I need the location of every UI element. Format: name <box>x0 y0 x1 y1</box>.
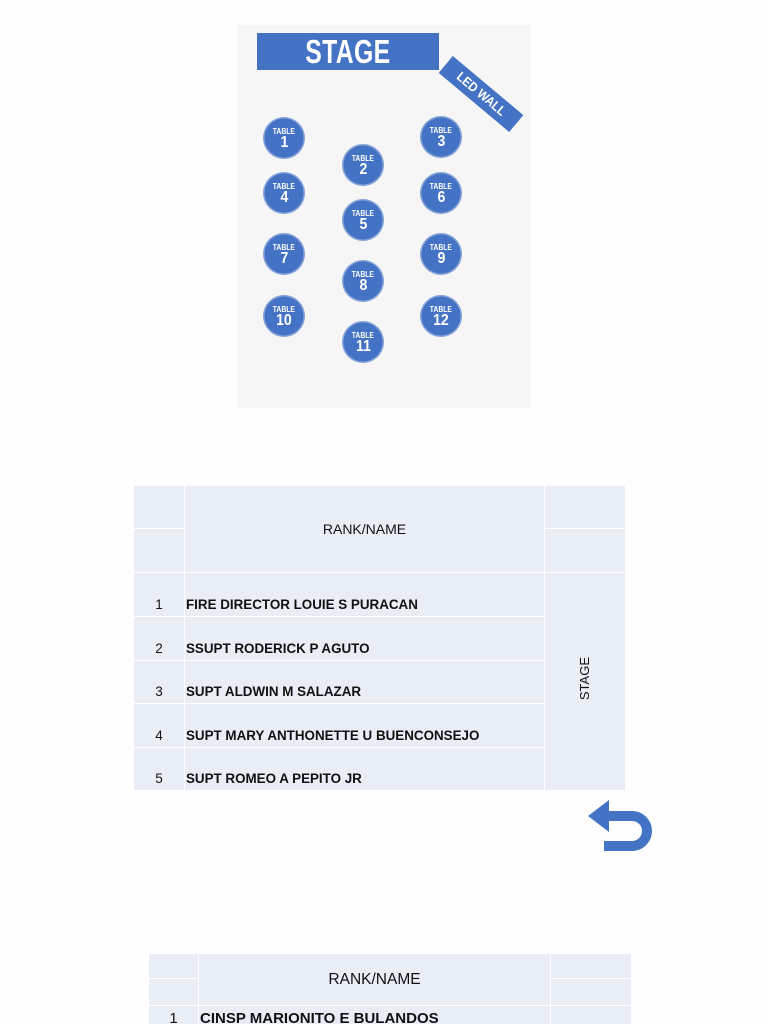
table-marker-8: TABLE 8 <box>342 260 384 302</box>
table-marker-number: 1 <box>280 134 288 151</box>
table-marker-label: TABLE <box>351 208 375 218</box>
header-side-cell <box>550 953 631 979</box>
header-number-cell <box>133 528 185 573</box>
table-marker-3: TABLE 3 <box>420 116 462 158</box>
table-marker-number: 3 <box>437 133 445 150</box>
row-name: SSUPT RODERICK P AGUTO <box>184 616 545 661</box>
row-number: 1 <box>148 1005 199 1024</box>
header-row <box>133 528 626 573</box>
row-name: FIRE DIRECTOR LOUIE S PURACAN <box>184 572 545 617</box>
stage-banner: STAGE <box>257 33 439 70</box>
table-row: 1 FIRE DIRECTOR LOUIE S PURACAN STAGE <box>133 572 626 791</box>
table-marker-label: TABLE <box>272 242 296 252</box>
table-marker-9: TABLE 9 <box>420 233 462 275</box>
table-marker-label: TABLE <box>351 153 375 163</box>
header-number-cell <box>148 978 199 1006</box>
table-marker-6: TABLE 6 <box>420 172 462 214</box>
table-marker-number: 2 <box>359 161 367 178</box>
column-header-rank-name: RANK/NAME <box>184 485 545 573</box>
table-row: 1 CINSP MARIONITO E BULANDOS <box>148 1005 631 1024</box>
row-name: SUPT MARY ANTHONETTE U BUENCONSEJO <box>184 703 545 748</box>
table-marker-label: TABLE <box>429 181 453 191</box>
table-marker-number: 9 <box>437 250 445 267</box>
table-marker-number: 6 <box>437 189 445 206</box>
table-marker-label: TABLE <box>272 181 296 191</box>
table-marker-number: 7 <box>280 250 288 267</box>
header-number-cell <box>148 953 199 979</box>
row-number: 5 <box>133 747 185 791</box>
stage-side-label: STAGE <box>577 657 592 701</box>
table-marker-label: TABLE <box>351 330 375 340</box>
row-number: 4 <box>133 703 185 748</box>
row-number: 2 <box>133 616 185 661</box>
table-row: 2 SSUPT RODERICK P AGUTO <box>133 616 626 661</box>
table-marker-number: 11 <box>355 338 371 355</box>
seating-table: RANK/NAME 1 FIRE DIRECTOR LOUIE S PURACA… <box>133 485 626 791</box>
table-marker-label: TABLE <box>429 242 453 252</box>
header-row <box>148 978 631 1006</box>
table-marker-2: TABLE 2 <box>342 144 384 186</box>
table-marker-number: 5 <box>359 216 367 233</box>
table-marker-label: TABLE <box>272 304 296 314</box>
table-marker-number: 12 <box>433 312 449 329</box>
table-marker-label: TABLE <box>351 269 375 279</box>
table-marker-label: TABLE <box>429 304 453 314</box>
table-marker-number: 8 <box>359 277 367 294</box>
header-number-cell <box>133 485 185 529</box>
table-marker-label: TABLE <box>429 125 453 135</box>
table-marker-10: TABLE 10 <box>263 295 305 337</box>
column-header-rank-name: RANK/NAME <box>198 953 551 1006</box>
table-row: 5 SUPT ROMEO A PEPITO JR <box>133 747 626 791</box>
table-marker-4: TABLE 4 <box>263 172 305 214</box>
row-name: SUPT ALDWIN M SALAZAR <box>184 660 545 704</box>
table-marker-11: TABLE 11 <box>342 321 384 363</box>
table-marker-5: TABLE 5 <box>342 199 384 241</box>
row-name: CINSP MARIONITO E BULANDOS <box>198 1005 551 1024</box>
return-button[interactable] <box>580 795 660 855</box>
stage-banner-label: STAGE <box>305 33 391 70</box>
table-row: 3 SUPT ALDWIN M SALAZAR <box>133 660 626 704</box>
table-marker-label: TABLE <box>272 126 296 136</box>
header-row: RANK/NAME <box>148 953 631 1006</box>
table-marker-12: TABLE 12 <box>420 295 462 337</box>
seating-table-2-container: RANK/NAME 1 CINSP MARIONITO E BULANDOS <box>148 953 631 1024</box>
header-side-cell <box>550 978 631 1006</box>
row-number: 1 <box>133 572 185 617</box>
table-row: 4 SUPT MARY ANTHONETTE U BUENCONSEJO <box>133 703 626 748</box>
row-name: SUPT ROMEO A PEPITO JR <box>184 747 545 791</box>
header-side-cell <box>544 528 626 573</box>
side-cell <box>550 1005 631 1024</box>
row-number: 3 <box>133 660 185 704</box>
table-marker-number: 4 <box>280 189 288 206</box>
table-marker-number: 10 <box>276 312 292 329</box>
header-side-cell <box>544 485 626 529</box>
table-marker-1: TABLE 1 <box>263 117 305 159</box>
seating-table: RANK/NAME 1 CINSP MARIONITO E BULANDOS <box>148 953 631 1024</box>
table-marker-7: TABLE 7 <box>263 233 305 275</box>
return-arrow-icon[interactable] <box>580 795 660 855</box>
stage-side-cell: STAGE <box>544 572 626 791</box>
header-row: RANK/NAME <box>133 485 626 573</box>
